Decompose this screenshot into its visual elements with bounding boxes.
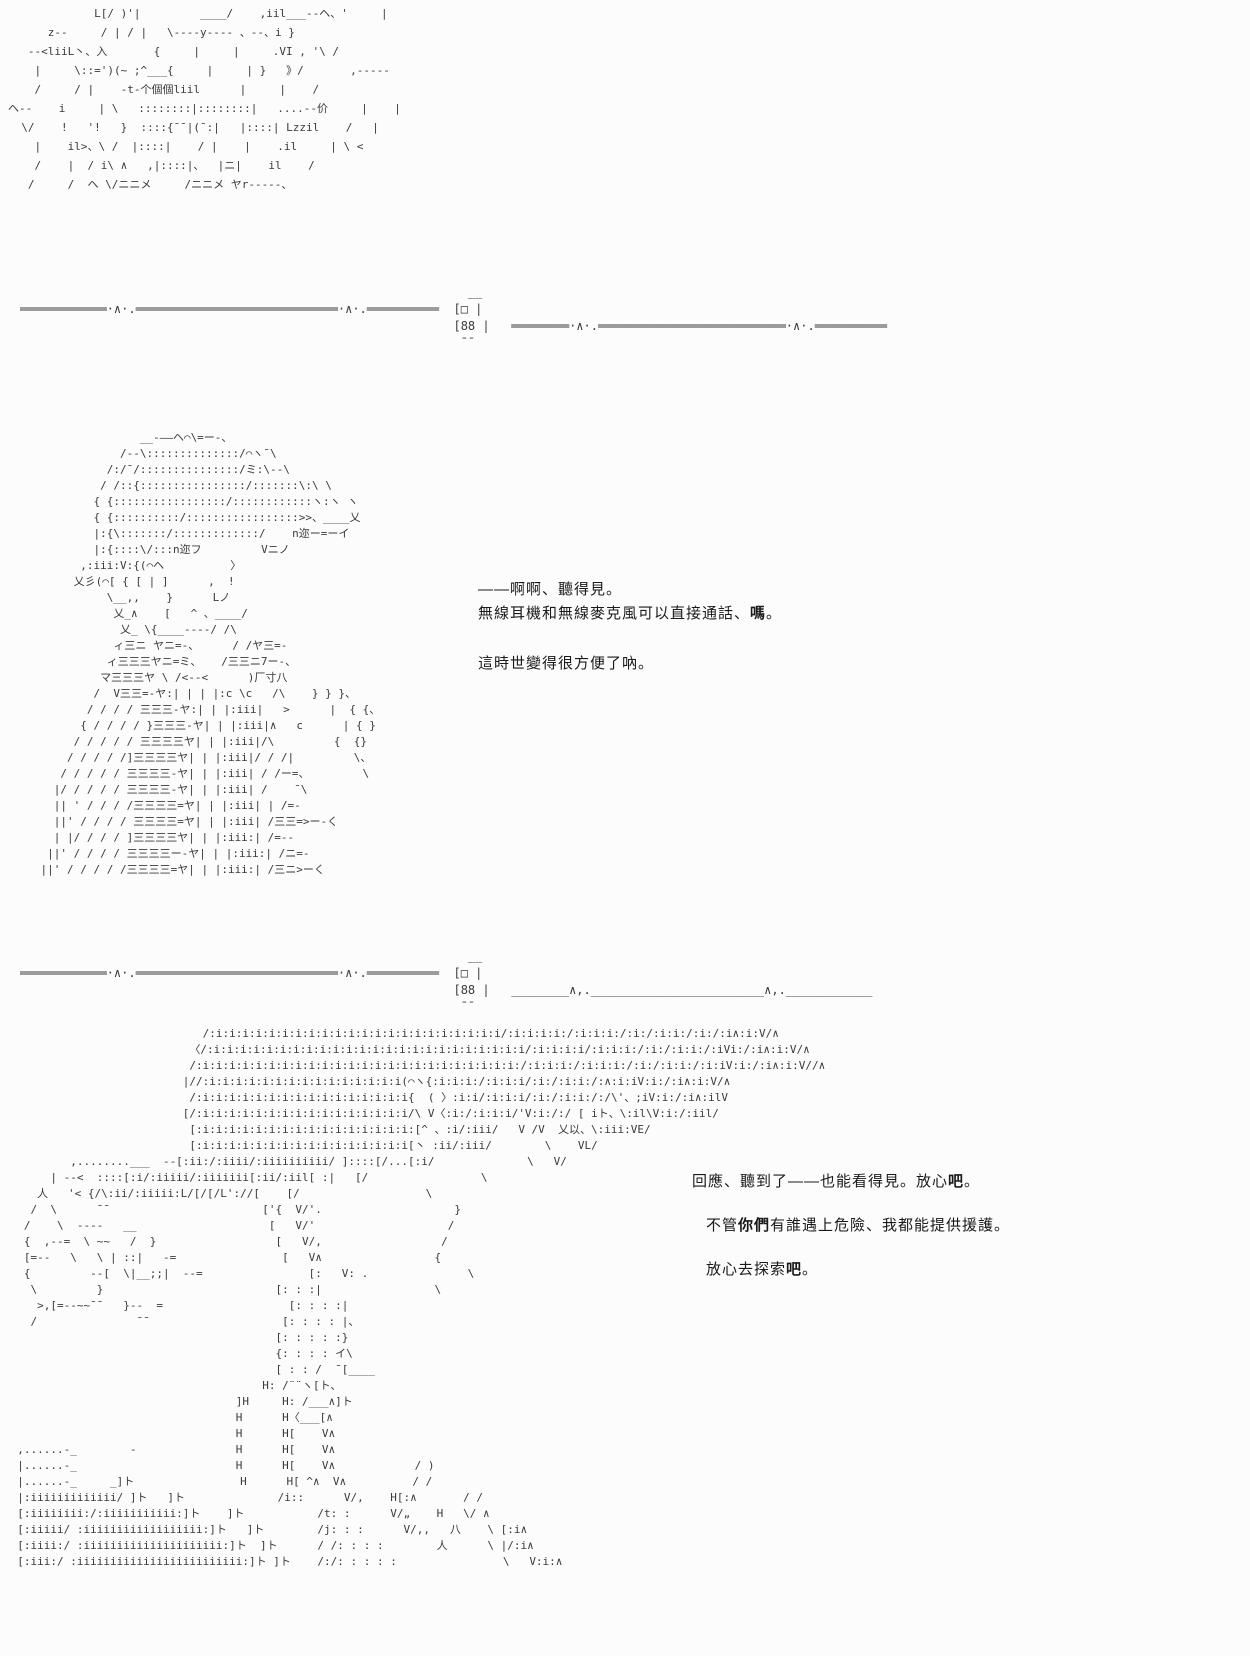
dialogue-2-line-2-text: 不管 [706, 1217, 739, 1234]
dialogue-1-line-2-period: 。 [766, 605, 783, 622]
dialogue-2-line-1-period: 。 [964, 1173, 981, 1190]
dialogue-block-1: ――啊啊、聽得見。 無線耳機和無線麥克風可以直接通話、嗎。 這時世變得很方便了吶… [478, 578, 782, 676]
dialogue-2-line-3-period: 。 [802, 1261, 819, 1278]
scene-divider-middle: __ ════════════·∧·.═════════════════════… [20, 949, 873, 1014]
dialogue-2-line-2-rest: 有誰遇上危險、我都能提供援護。 [770, 1217, 1011, 1234]
dialogue-2-line-2: 不管你們有誰遇上危險、我都能提供援護。 [692, 1214, 1010, 1238]
dialogue-2-line-3-emphasis: 吧 [786, 1261, 803, 1278]
ascii-art-character-two: /:i:i:i:i:i:i:i:i:i:i:i:i:i:i:i:i:i:i:i:… [17, 1027, 826, 1568]
dialogue-2-line-1-text: 回應、聽到了――也能看得見。放心 [692, 1173, 949, 1190]
dialogue-2-line-1: 回應、聽到了――也能看得見。放心吧。 [692, 1170, 1010, 1194]
dialogue-2-line-3: 放心去探索吧。 [692, 1258, 1010, 1282]
dialogue-block-2: 回應、聽到了――也能看得見。放心吧。 不管你們有誰遇上危險、我都能提供援護。 放… [692, 1170, 1010, 1302]
dialogue-2-line-1-emphasis: 吧 [948, 1173, 965, 1190]
dialogue-1-line-1: ――啊啊、聽得見。 [478, 581, 623, 598]
dialogue-2-line-2-emphasis: 你們 [738, 1217, 771, 1234]
dialogue-2-line-3-text: 放心去探索 [706, 1261, 787, 1278]
scene-divider-top: __ ════════════·∧·.═════════════════════… [20, 285, 887, 350]
ascii-art-top-fragment: L[/ )'| ____/ ,iil___--ヘ、' | z-- / | / |… [8, 7, 401, 191]
dialogue-1-line-2: 無線耳機和無線麥克風可以直接通話、嗎。 [478, 602, 782, 626]
dialogue-1-line-3: 這時世變得很方便了吶。 [478, 655, 655, 672]
ascii-art-character-one: __-――ヘ⌒\=ー-、 /--\::::::::::::::/⌒ヽ¯\ /:/… [40, 431, 381, 876]
dialogue-1-line-2-text: 無線耳機和無線麥克風可以直接通話、 [478, 605, 751, 622]
dialogue-1-line-2-emphasis: 嗎 [750, 605, 767, 622]
